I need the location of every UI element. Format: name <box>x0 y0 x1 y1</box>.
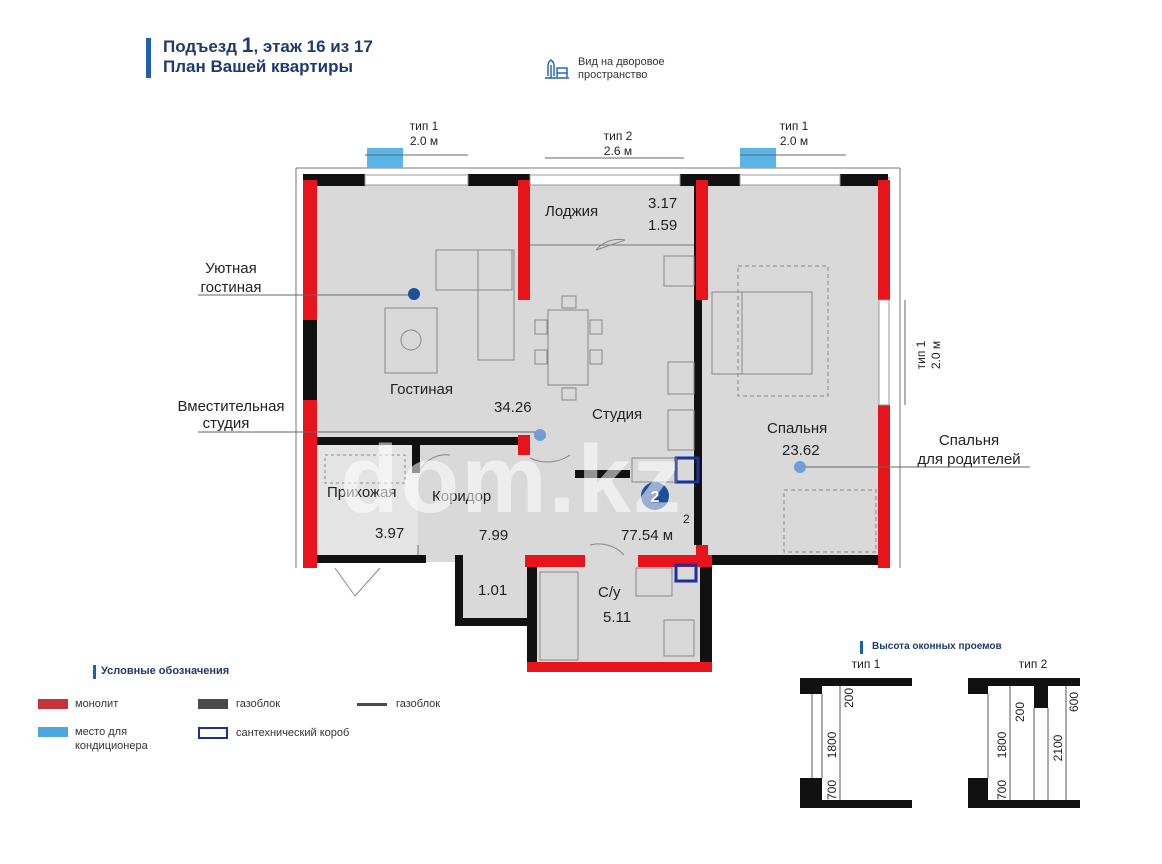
rooms-count-badge <box>641 482 669 510</box>
window-type-top-left: тип 1 <box>410 119 439 133</box>
floor-fill <box>308 180 886 667</box>
room-storage-area: 1.01 <box>478 582 507 599</box>
type2-mid-height: 1800 <box>995 731 1009 758</box>
legend-swatch-shaft <box>198 727 228 739</box>
legend-label-ac: место для кондиционера <box>75 726 148 752</box>
type2-door-height: 2100 <box>1051 734 1065 761</box>
total-area: 77.54 м <box>621 527 673 544</box>
legend-swatch-ac <box>38 727 68 737</box>
legend-swatch-gasblock <box>198 699 228 709</box>
room-studio-name: Студия <box>592 406 642 423</box>
room-loggia-area-net: 1.59 <box>648 217 677 234</box>
type1-mid-height: 1800 <box>825 731 839 758</box>
legend-label-monolith: монолит <box>75 698 119 710</box>
legend-accent-bar <box>93 665 96 679</box>
courtyard-view-icon <box>545 59 569 79</box>
monolith-walls <box>303 180 890 672</box>
window-heights-diagrams <box>800 678 1080 808</box>
type2-door-top: 600 <box>1067 692 1081 712</box>
page-subtitle: План Вашей квартиры <box>163 57 354 76</box>
window-width-top-right: 2.0 м <box>780 134 808 148</box>
gasblock-walls <box>303 174 888 670</box>
room-loggia-name: Лоджия <box>545 203 598 220</box>
callout-cozy-living-2: гостиная <box>201 279 262 296</box>
room-loggia-area-gross: 3.17 <box>648 195 677 212</box>
courtyard-view-label: Вид на дворовое пространство <box>578 56 665 81</box>
room-hallway-name: Прихожая <box>327 484 397 501</box>
rooms-count-label: 2 <box>651 489 660 506</box>
room-corridor-name: Коридор <box>432 488 491 505</box>
legend-label-shaft: сантехнический короб <box>236 727 350 739</box>
ac-spots <box>367 148 776 168</box>
windows <box>364 174 890 406</box>
type2-top-height: 200 <box>1013 702 1027 722</box>
legend-label-gasblock-thin: газоблок <box>396 698 441 710</box>
total-area-sup: 2 <box>683 512 690 526</box>
room-corridor-area: 7.99 <box>479 527 508 544</box>
window-type1-title: тип 1 <box>852 657 881 671</box>
room-bathroom-area: 5.11 <box>603 609 631 626</box>
callout-lines <box>198 294 1030 468</box>
window-type-right: тип 1 <box>914 340 928 369</box>
callout-roomy-studio-1: Вместительная <box>177 398 284 415</box>
legend-label-gasblock: газоблок <box>236 698 281 710</box>
page-title-entrance: Подъезд 1, этаж 16 из 17 <box>163 34 373 57</box>
window-width-top-mid: 2.6 м <box>604 144 632 158</box>
room-studio-area: 34.26 <box>494 399 532 416</box>
room-living-name: Гостиная <box>390 381 453 398</box>
type2-bottom-height: 700 <box>995 780 1009 800</box>
furniture <box>324 238 877 661</box>
type1-bottom-height: 700 <box>825 780 839 800</box>
room-bedroom-area: 23.62 <box>782 442 820 459</box>
window-width-top-left: 2.0 м <box>410 134 438 148</box>
window-dims <box>365 154 906 405</box>
callout-cozy-living-1: Уютная <box>205 260 256 277</box>
window-width-right: 2.0 м <box>929 341 943 369</box>
window-heights-accent-bar <box>860 641 863 654</box>
type1-top-height: 200 <box>842 688 856 708</box>
header-accent-bar <box>146 38 151 78</box>
room-markers <box>408 288 806 473</box>
legend-swatch-monolith <box>38 699 68 709</box>
window-heights-title: Высота оконных проемов <box>872 641 1002 652</box>
window-type-top-mid: тип 2 <box>604 129 633 143</box>
window-type2-title: тип 2 <box>1019 657 1048 671</box>
legend-swatch-gasblock-thin <box>357 703 387 706</box>
callout-parents-bedroom-1: Спальня <box>939 432 999 449</box>
room-hallway-area: 3.97 <box>375 525 404 542</box>
room-bedroom-name: Спальня <box>767 420 827 437</box>
room-bathroom-name: С/у <box>598 584 621 601</box>
callout-parents-bedroom-2: для родителей <box>917 451 1020 468</box>
watermark: dom.kz <box>340 426 683 533</box>
window-type-top-right: тип 1 <box>780 119 809 133</box>
callout-roomy-studio-2: студия <box>203 415 250 432</box>
legend-title: Условные обозначения <box>101 665 230 677</box>
